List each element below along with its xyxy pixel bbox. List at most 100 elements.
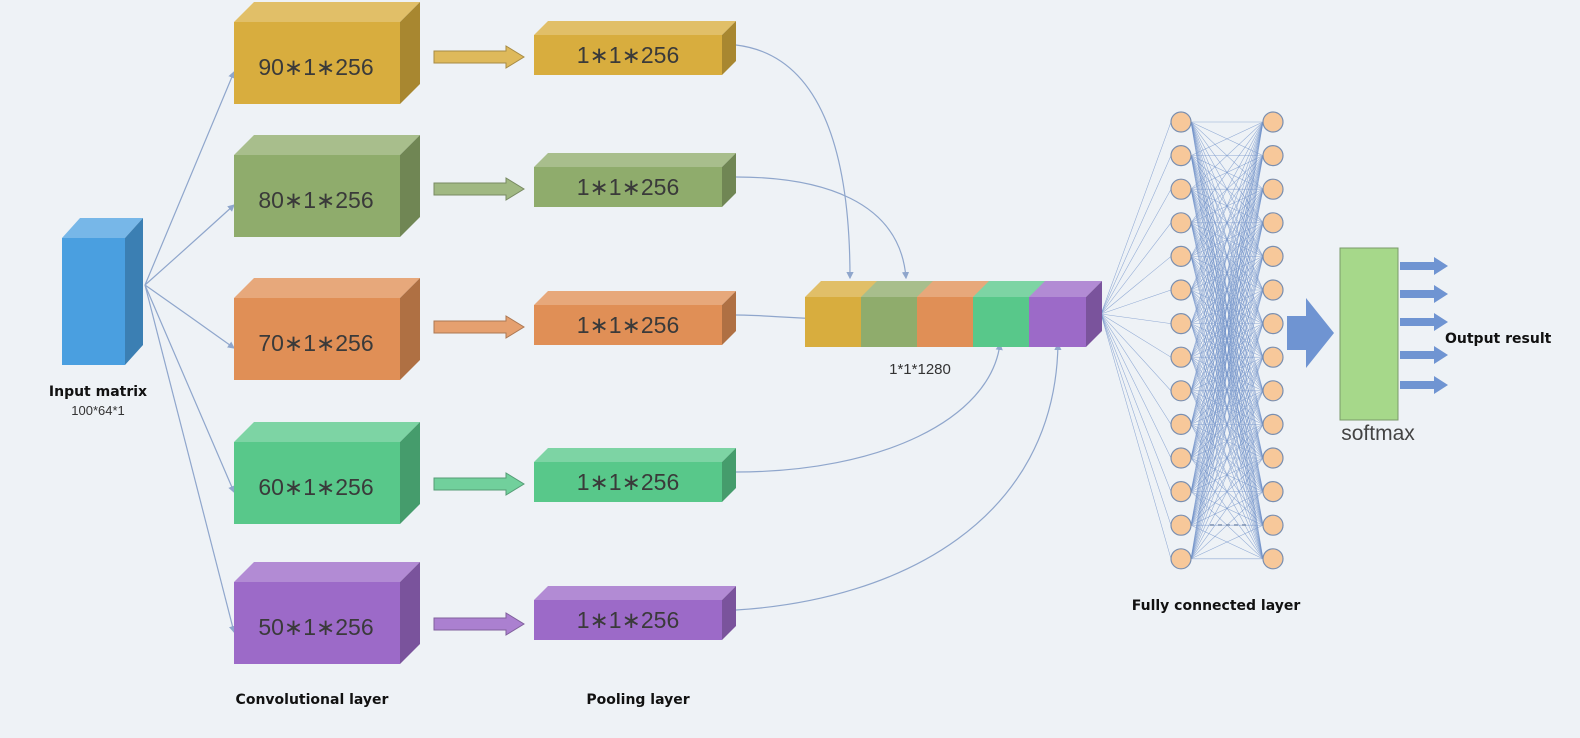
neuron-connection-line (1190, 357, 1264, 559)
concat-to-neuron-line (1100, 313, 1172, 559)
pool-label: 1∗1∗256 (577, 607, 680, 633)
concat-segment-front (861, 297, 918, 347)
conv-block (234, 278, 420, 380)
input-matrix-shape: 100*64*1 (71, 403, 125, 418)
concat-to-neuron-line (1100, 256, 1172, 315)
neuron (1262, 313, 1284, 335)
output-arrows (1400, 257, 1448, 394)
neuron (1170, 145, 1192, 167)
neuron (1262, 111, 1284, 133)
pool-block-face-front (534, 305, 722, 345)
concat-segment-front (917, 297, 974, 347)
neuron-connection-line (1190, 323, 1264, 559)
block-arrow-shape (433, 177, 525, 201)
neuron (1262, 212, 1284, 234)
neuron (1170, 548, 1192, 570)
pool-to-concat-line (735, 342, 1062, 611)
big-arrow-to-softmax (1287, 298, 1334, 368)
pool-label: 1∗1∗256 (577, 469, 680, 495)
conv-label: 90∗1∗256 (258, 54, 373, 80)
conv-label: 70∗1∗256 (258, 330, 373, 356)
output-arrow (1400, 346, 1448, 364)
input-to-conv-line (144, 284, 235, 349)
pool-block-face-top (534, 448, 736, 462)
conv-block (234, 562, 420, 664)
neuron-connection-line (1190, 390, 1264, 559)
neuron (1170, 212, 1192, 234)
input-matrix-block (62, 218, 143, 365)
conv-block-face-front (234, 155, 400, 237)
concat-shape-label: 1*1*1280 (889, 361, 951, 378)
block-arrow-shape (433, 472, 525, 496)
neuron-connection-line (1190, 121, 1264, 291)
fully-connected-neurons (1170, 111, 1284, 570)
conv-block-face-top (234, 135, 420, 155)
conv-block (234, 135, 420, 237)
neuron-connection-line (1190, 424, 1264, 559)
neuron-connection-line (1190, 121, 1264, 425)
block-arrow-shape (433, 315, 525, 339)
neuron (1170, 111, 1192, 133)
output-arrow (1400, 376, 1448, 394)
concat-to-neuron-line (1100, 313, 1172, 391)
neuron-connection-line (1190, 222, 1264, 559)
concat-to-neuron-line (1100, 313, 1172, 459)
connection-lines (144, 44, 1062, 634)
pool-block-face-side (722, 153, 736, 207)
neuron-connection-line (1190, 121, 1264, 257)
neuron (1170, 380, 1192, 402)
neuron-connection-line (1190, 121, 1264, 459)
pool-block-face-front (534, 462, 722, 502)
pool-block (534, 153, 736, 207)
pool-block (534, 291, 736, 345)
concat-to-neuron-line (1100, 121, 1172, 315)
block-arrow (433, 45, 525, 69)
pool-block-face-top (534, 21, 736, 35)
pool-block-face-top (534, 586, 736, 600)
pool-to-concat-line (735, 176, 910, 280)
neuron-connection-line (1190, 289, 1264, 559)
neuron (1262, 413, 1284, 435)
conv-block-face-front (234, 582, 400, 664)
concat-segment-top (861, 281, 934, 297)
neuron (1262, 548, 1284, 570)
pool-block (534, 448, 736, 502)
fully-connected-lines (1100, 121, 1264, 560)
block-arrow (433, 315, 525, 339)
conv-block-face-side (400, 278, 420, 380)
conv-block-face-front (234, 22, 400, 104)
conv-block-face-side (400, 2, 420, 104)
concat-segment-top (917, 281, 990, 297)
neuron-connection-line (1190, 121, 1264, 156)
input-matrix-title: Input matrix (49, 384, 147, 400)
neuron-connection-line (1190, 121, 1264, 190)
conv-block-face-front (234, 298, 400, 380)
pool-block-face-side (722, 448, 736, 502)
pool-block-face-side (722, 586, 736, 640)
neuron (1262, 245, 1284, 267)
concat-segment-top (973, 281, 1046, 297)
conv-label: 80∗1∗256 (258, 187, 373, 213)
neuron (1170, 447, 1192, 469)
concat-segment-front (1029, 297, 1086, 347)
pool-block-face-top (534, 291, 736, 305)
concat-segment-top (805, 281, 878, 297)
output-arrow (1400, 257, 1448, 275)
concat-segment-top (1029, 281, 1102, 297)
neuron (1170, 481, 1192, 503)
input-to-conv-line (144, 284, 237, 634)
pool-block-face-top (534, 153, 736, 167)
conv-block-face-top (234, 2, 420, 22)
conv-block-face-top (234, 422, 420, 442)
neuron (1170, 514, 1192, 536)
concat-to-neuron-line (1100, 313, 1172, 492)
block-arrow-shape (433, 612, 525, 636)
concatenated-feature-block (805, 281, 1102, 347)
neuron-connection-line (1190, 121, 1264, 324)
neuron (1262, 279, 1284, 301)
conv-block-face-front (234, 442, 400, 524)
pool-block (534, 21, 736, 75)
concat-to-neuron-line (1100, 313, 1172, 324)
pool-block (534, 586, 736, 640)
neuron-connection-line (1190, 189, 1264, 559)
